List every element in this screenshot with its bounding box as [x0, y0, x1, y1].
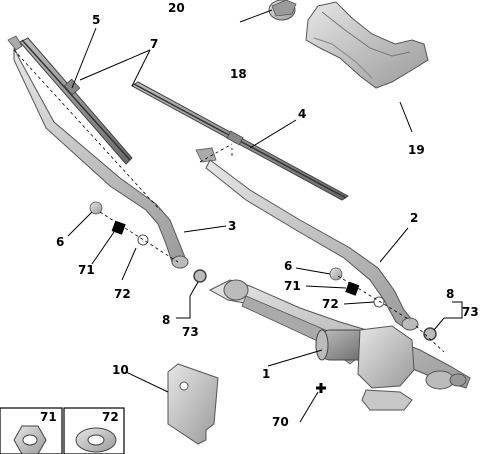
wiper-blade-left-part: [19, 37, 133, 165]
callout-72-left: 72: [114, 287, 131, 301]
callout-7: 7: [150, 37, 158, 51]
washer-73-right: [423, 327, 437, 341]
callout-70: 70: [272, 415, 289, 429]
wiper-blade-right-part: [131, 81, 349, 201]
callout-19: 19: [408, 143, 425, 157]
callout-73-right: 73: [462, 305, 479, 319]
callout-72-right: 72: [322, 297, 339, 311]
cap-6-right: [329, 267, 343, 281]
nut-71-right: [345, 281, 360, 296]
callout-1: 1: [262, 367, 270, 381]
callout-3: 3: [228, 219, 236, 233]
callout-5: 5: [92, 13, 100, 27]
cap-part: [268, 0, 297, 21]
wiper-arm-right-part: [195, 147, 419, 331]
leader-lines: [67, 9, 463, 423]
wiper-arm-left-part: [7, 35, 189, 269]
callout-73-left: 73: [182, 325, 199, 339]
callout-6-right: 6: [284, 259, 292, 273]
inset-label-71: 71: [40, 410, 57, 424]
callout-4: 4: [298, 107, 306, 121]
callout-20: 20: [168, 1, 185, 15]
callout-10: 10: [112, 363, 129, 377]
fastener-70: [316, 383, 326, 393]
cowl-panel-part: [305, 1, 429, 89]
inset-box-71: [0, 407, 63, 454]
washer-72-left: [137, 234, 149, 246]
callout-71-left: 71: [78, 263, 95, 277]
nut-71-left: [111, 220, 126, 235]
callout-8-right: 8: [446, 287, 454, 301]
inset-box-72: [63, 407, 125, 454]
callout-18: 18: [230, 67, 247, 81]
inset-label-72: 72: [102, 410, 119, 424]
cap-6-left: [89, 201, 103, 215]
washer-73-left: [193, 269, 207, 283]
callouts: 20 5 7 18 19 4 3 2 6 71 72 6 71 72 8 73 …: [40, 1, 479, 429]
bracket-plate-part: [167, 363, 219, 445]
wiper-motor-part: [315, 325, 415, 411]
callout-6-left: 6: [56, 235, 64, 249]
callout-71-right: 71: [284, 279, 301, 293]
callout-2: 2: [410, 211, 418, 225]
callout-8-left: 8: [162, 313, 170, 327]
